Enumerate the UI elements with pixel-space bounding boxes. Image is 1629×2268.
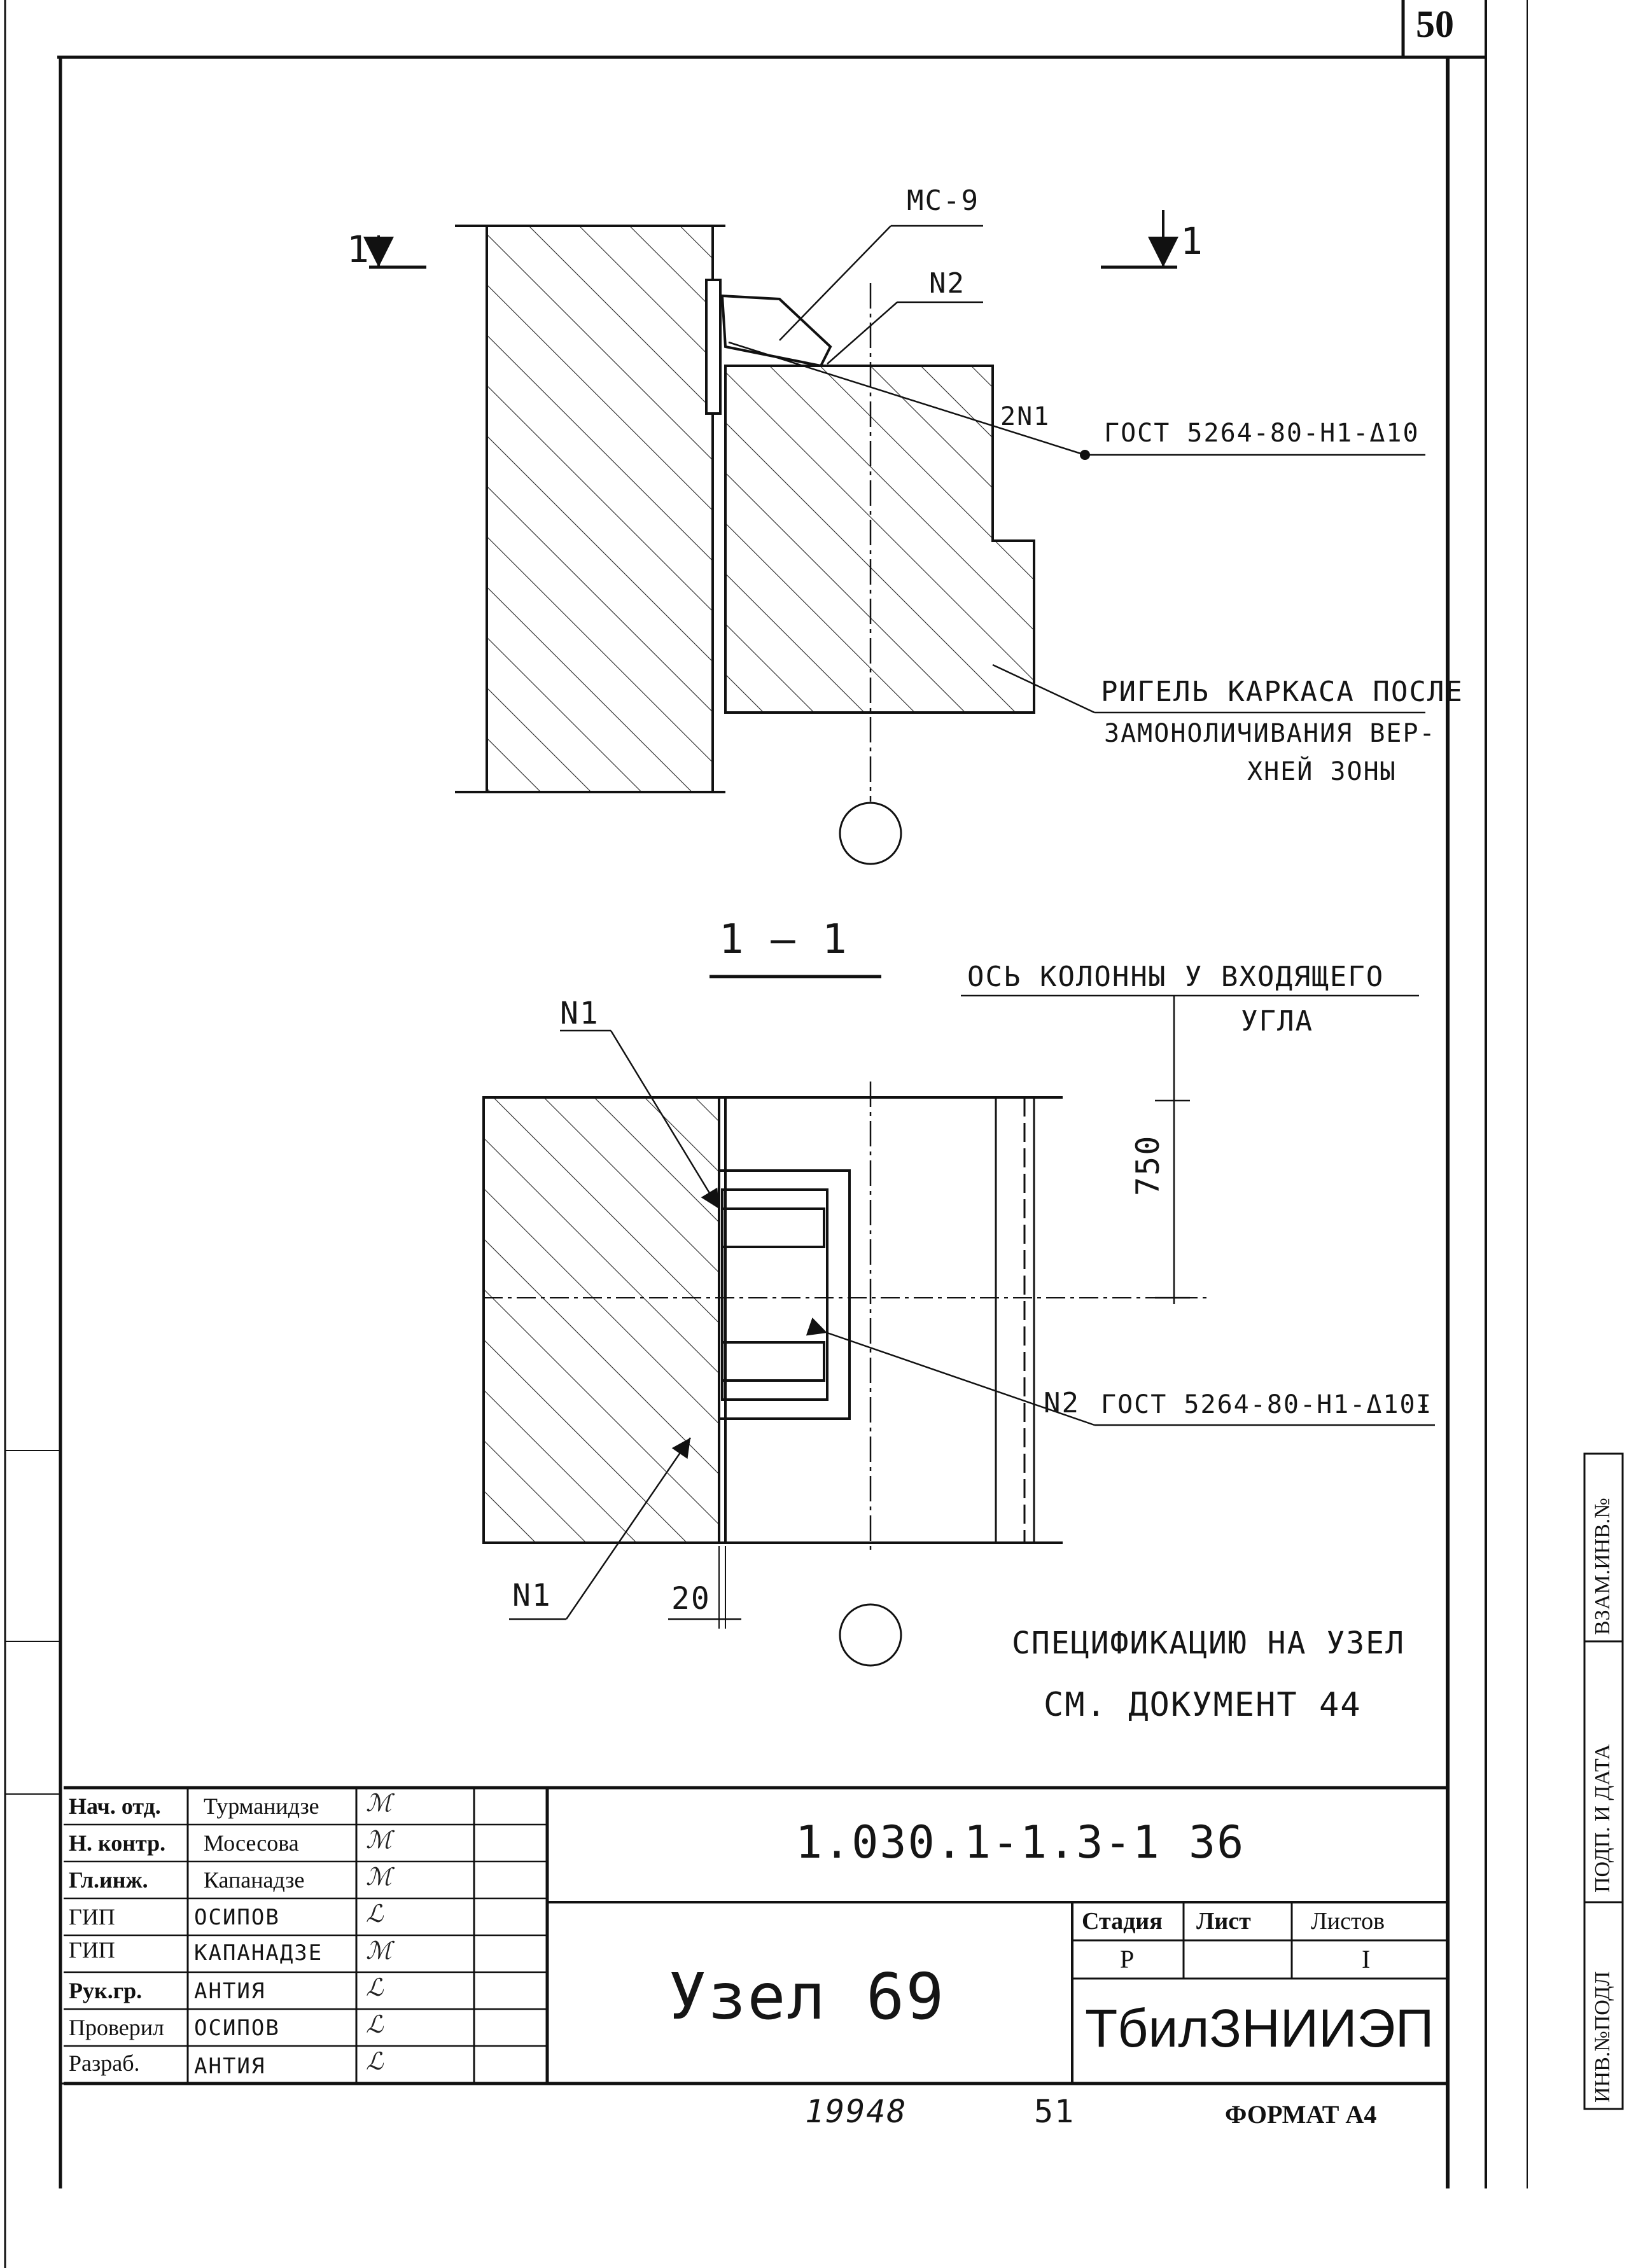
signature-5: ℒ xyxy=(366,1973,384,2001)
stage-value: Р xyxy=(1120,1945,1135,1973)
side-stamp-sign: ПОДП. И ДАТА xyxy=(1591,1744,1614,1893)
axis-note-line1: ОСЬ КОЛОННЫ У ВХОДЯЩЕГО xyxy=(967,961,1385,993)
section-mark-left: 1 xyxy=(347,228,370,271)
stage-label: Стадия xyxy=(1082,1908,1163,1935)
tb-role-1: Н. контр. xyxy=(69,1830,166,1856)
page-number: 51 xyxy=(1034,2093,1075,2130)
section-title: 1 — 1 xyxy=(719,916,848,963)
spec-note-line2: СМ. ДОКУМЕНТ 44 xyxy=(1044,1686,1362,1724)
axis-note-line2: УГЛА xyxy=(1241,1005,1313,1038)
sheet-number: 50 xyxy=(1416,3,1454,45)
signature-1: ℳ xyxy=(366,1826,392,1854)
section-mark-right: 1 xyxy=(1180,219,1204,263)
top-elevation xyxy=(363,210,1425,865)
spec-note-line1: СПЕЦИФИКАЦИЮ НА УЗЕЛ xyxy=(1012,1625,1405,1661)
beam-note-line1: РИГЕЛЬ КАРКАСА ПОСЛЕ xyxy=(1101,676,1464,708)
tb-name-3: ОСИПОВ xyxy=(194,1905,280,1930)
tb-role-3: ГИП xyxy=(69,1904,115,1930)
callout-n1-top: N1 xyxy=(560,996,599,1031)
tb-name-2: Капанадзе xyxy=(204,1867,305,1893)
tb-role-2: Гл.инж. xyxy=(69,1867,148,1893)
callout-n1-bottom: N1 xyxy=(512,1578,552,1613)
tb-name-6: ОСИПОВ xyxy=(194,2015,280,2041)
tb-name-7: АНТИЯ xyxy=(194,2054,266,2079)
bottom-section xyxy=(482,975,1435,1667)
dimension-20: 20 xyxy=(671,1581,711,1617)
callout-n2-top: N2 xyxy=(929,267,965,300)
node-title: Узел 69 xyxy=(668,1959,946,2034)
weld-mark-2n1: 2N1 xyxy=(1000,402,1051,431)
tb-name-4: КАПАНАДЗЕ xyxy=(194,1940,323,1966)
signature-4: ℳ xyxy=(366,1937,392,1965)
sheets-value: I xyxy=(1362,1945,1371,1973)
organization: ТбилЗНИИЭП xyxy=(1085,1998,1434,2058)
side-stamp-replace: ВЗАМ.ИНВ.№ xyxy=(1591,1498,1614,1635)
tb-name-5: АНТИЯ xyxy=(194,1979,266,2004)
callout-n2-bottom: N2 xyxy=(1044,1387,1080,1419)
tb-name-0: Турманидзе xyxy=(204,1793,319,1819)
tb-name-1: Мосесова xyxy=(204,1830,299,1856)
tb-role-6: Проверил xyxy=(69,2015,164,2040)
signature-7: ℒ xyxy=(366,2047,384,2075)
tb-role-7: Разраб. xyxy=(69,2050,140,2076)
side-stamp-grid xyxy=(1583,1452,1624,2110)
document-code: 1.030.1-1.3-1 36 xyxy=(795,1816,1245,1868)
dimension-750: 750 xyxy=(1129,1134,1166,1196)
inventory-number: 19948 xyxy=(805,2093,907,2130)
weld-spec-top: ГОСТ 5264-80-Н1-Δ10 xyxy=(1104,419,1420,448)
beam-note-line3: ХНЕЙ ЗОНЫ xyxy=(1247,757,1397,786)
signature-2: ℳ xyxy=(366,1863,392,1891)
weld-spec-suffix: I xyxy=(1416,1390,1433,1419)
signature-3: ℒ xyxy=(366,1900,384,1928)
sheet-label: Лист xyxy=(1196,1908,1251,1935)
tb-role-4: ГИП xyxy=(69,1937,115,1963)
tb-role-0: Нач. отд. xyxy=(69,1793,161,1819)
signature-0: ℳ xyxy=(366,1789,392,1817)
side-stamp-inv: ИНВ.№ПОДЛ xyxy=(1591,1971,1614,2103)
format-label: ФОРМАТ А4 xyxy=(1225,2100,1377,2129)
tb-role-5: Рук.гр. xyxy=(69,1978,143,2003)
signature-6: ℒ xyxy=(366,2010,384,2038)
sheets-label: Листов xyxy=(1311,1908,1385,1935)
beam-note-line2: ЗАМОНОЛИЧИВАНИЯ ВЕР- xyxy=(1104,719,1436,748)
weld-spec-bottom: ГОСТ 5264-80-Н1-Δ10- xyxy=(1101,1390,1433,1419)
title-block-grid xyxy=(64,1786,1446,2085)
callout-mc9: МС-9 xyxy=(907,184,979,217)
